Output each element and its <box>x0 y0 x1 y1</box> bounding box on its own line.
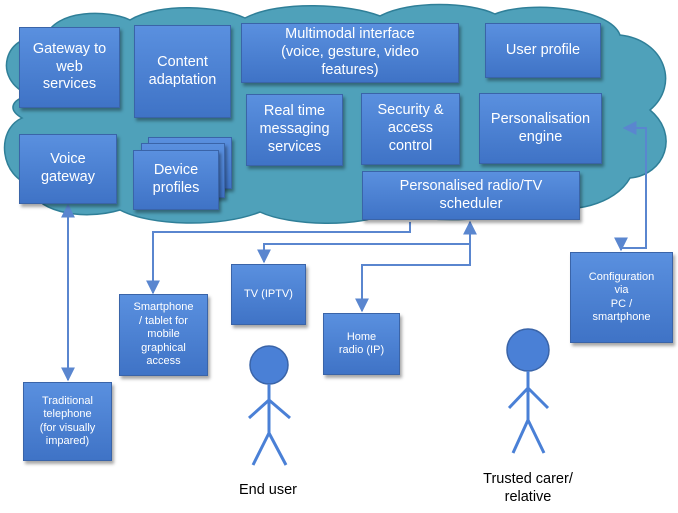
device-profiles-box: Device profiles <box>133 150 219 210</box>
scheduler-radio-connector <box>355 244 471 313</box>
end-user-figure <box>247 345 291 466</box>
engine-config-connector <box>621 121 647 249</box>
configuration-box: Configuration via PC / smartphone <box>570 252 673 343</box>
traditional-telephone-box: Traditional telephone (for visually impa… <box>23 382 112 461</box>
realtime-messaging-box: Real time messaging services <box>246 94 343 166</box>
personalisation-engine-box: Personalisation engine <box>479 93 602 164</box>
user-profile-box: User profile <box>485 23 601 78</box>
home-radio-box: Home radio (IP) <box>323 313 400 375</box>
scheduler-tv-connector <box>257 220 477 264</box>
gateway-web-services-box: Gateway to web services <box>19 27 120 108</box>
security-access-box: Security & access control <box>361 93 460 165</box>
radio-tv-scheduler-box: Personalised radio/TV scheduler <box>362 171 580 220</box>
multimodal-interface-box: Multimodal interface (voice, gesture, vi… <box>241 23 459 83</box>
smartphone-tablet-box: Smartphone / tablet for mobile graphical… <box>119 294 208 376</box>
content-adaptation-box: Content adaptation <box>134 25 231 118</box>
trusted-carer-label: Trusted carer/ relative <box>483 471 573 506</box>
trusted-carer-figure <box>506 328 550 454</box>
tv-iptv-box: TV (IPTV) <box>231 264 306 325</box>
end-user-label: End user <box>238 482 298 498</box>
voice-gateway-box: Voice gateway <box>19 134 117 204</box>
